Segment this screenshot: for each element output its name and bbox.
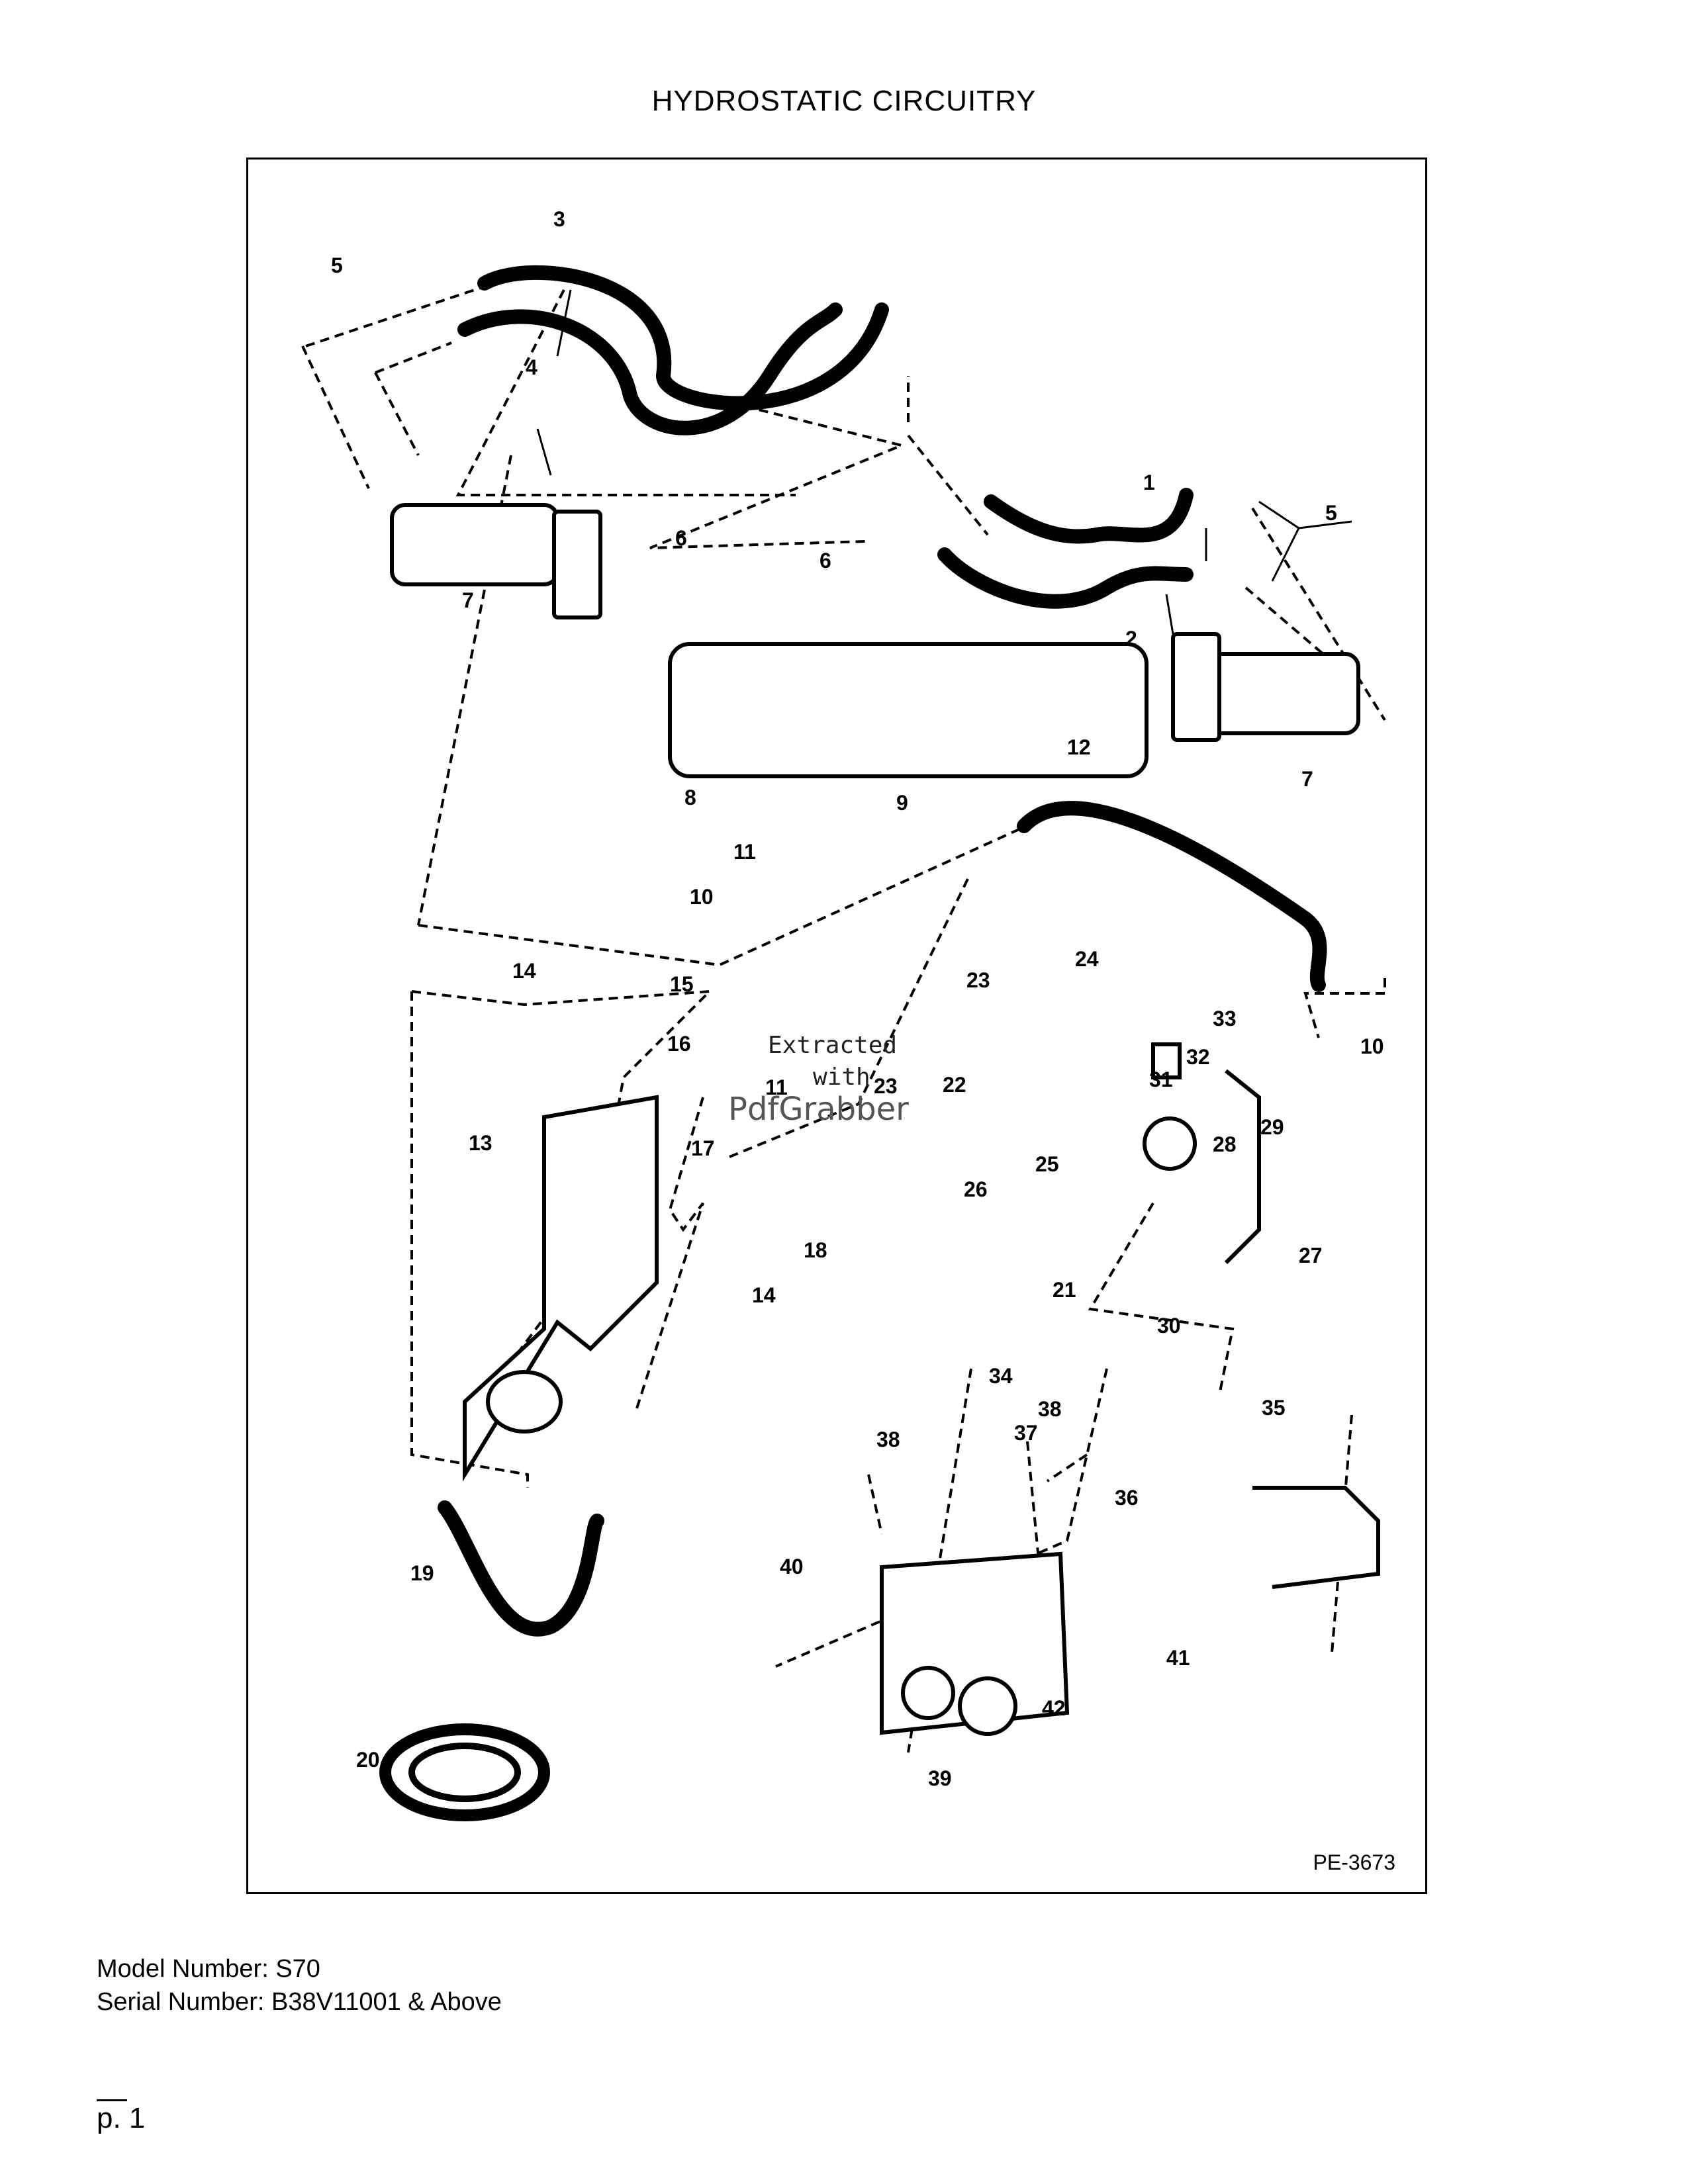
callout-14b: 14: [752, 1283, 776, 1307]
callout-5b: 5: [1325, 501, 1337, 525]
diagram-frame: [246, 158, 1427, 1894]
watermark-line-1: Extracted: [768, 1032, 898, 1059]
callout-42: 42: [1042, 1696, 1066, 1720]
callout-17: 17: [691, 1136, 715, 1160]
callout-36: 36: [1115, 1486, 1139, 1510]
callout-5a: 5: [331, 253, 343, 277]
serial-number: Serial Number: B38V11001 & Above: [97, 1988, 502, 2016]
callout-37: 37: [1014, 1421, 1038, 1445]
callout-41: 41: [1166, 1646, 1190, 1670]
callout-8: 8: [684, 786, 696, 809]
callout-19: 19: [410, 1561, 434, 1585]
callout-25: 25: [1035, 1152, 1059, 1176]
callout-13: 13: [469, 1131, 492, 1155]
callout-6b: 6: [820, 549, 831, 572]
callout-4: 4: [526, 355, 538, 379]
callout-26: 26: [964, 1177, 988, 1201]
callout-7a: 7: [462, 588, 474, 612]
callout-12: 12: [1067, 735, 1091, 759]
footer-info: Model Number: S70 Serial Number: B38V110…: [97, 1952, 502, 2019]
hose-assemblies: [438, 265, 1327, 1637]
callout-28: 28: [1213, 1132, 1237, 1156]
callout-31: 31: [1149, 1068, 1173, 1091]
callout-10b: 10: [1360, 1034, 1384, 1058]
callout-23a: 23: [966, 968, 990, 992]
callout-15: 15: [670, 972, 694, 996]
callout-18: 18: [804, 1238, 827, 1262]
callout-14a: 14: [512, 959, 536, 983]
callout-2: 2: [1125, 627, 1137, 651]
callout-20: 20: [356, 1748, 380, 1772]
callout-9: 9: [896, 791, 908, 815]
component-outlines: [379, 503, 1380, 1821]
model-number: Model Number: S70: [97, 1955, 320, 1983]
page-title: HYDROSTATIC CIRCUITRY: [651, 85, 1037, 117]
callout-22: 22: [943, 1073, 966, 1097]
callout-38a: 38: [876, 1428, 900, 1451]
hydrostatic-circuit-diagram: 1 2 3 4 5 5 6 6 7 7 8 9 10 10 11 11 12 1…: [301, 207, 1386, 1821]
callout-labels: 1 2 3 4 5 5 6 6 7 7 8 9 10 10 11 11 12 1…: [331, 207, 1384, 1790]
callout-30: 30: [1157, 1314, 1181, 1338]
callout-11b: 11: [765, 1075, 788, 1099]
callout-27: 27: [1299, 1244, 1323, 1267]
drawing-code: PE-3673: [1313, 1850, 1395, 1874]
callout-16: 16: [667, 1032, 691, 1056]
callout-29: 29: [1260, 1115, 1284, 1139]
watermark-line-2: with: [813, 1064, 870, 1091]
dashed-connection-lines: [301, 285, 1386, 1753]
callout-35: 35: [1262, 1396, 1286, 1420]
callout-33: 33: [1213, 1007, 1237, 1030]
callout-1: 1: [1143, 471, 1155, 494]
callout-21: 21: [1053, 1278, 1076, 1302]
callout-32: 32: [1186, 1045, 1210, 1069]
page-number: p. 1: [97, 2102, 146, 2134]
callout-11a: 11: [733, 840, 756, 864]
pdfgrabber-watermark: Extracted with PdfGrabber: [728, 1030, 909, 1125]
callout-23b: 23: [874, 1074, 898, 1098]
callout-34: 34: [989, 1364, 1013, 1388]
watermark-brand: PdfGrabber: [728, 1091, 909, 1128]
callout-38b: 38: [1038, 1397, 1062, 1421]
callout-39: 39: [928, 1766, 952, 1790]
callout-7b: 7: [1301, 767, 1313, 791]
callout-3: 3: [553, 207, 565, 231]
page-number-rule: [97, 2099, 127, 2101]
callout-24: 24: [1075, 947, 1099, 971]
callout-6a: 6: [675, 526, 687, 550]
callout-40: 40: [780, 1555, 804, 1578]
callout-10a: 10: [690, 885, 714, 909]
